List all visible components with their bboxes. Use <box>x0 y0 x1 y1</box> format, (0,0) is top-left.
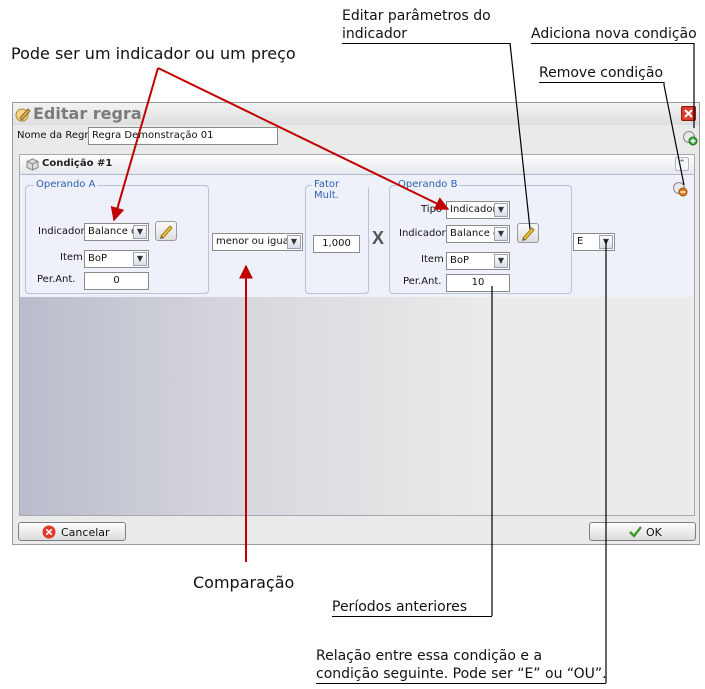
operand-b-type-label: Tipo <box>421 204 443 215</box>
collapse-chevron-icon: ⌃ <box>678 158 686 168</box>
operand-a-indicator-value: Balance of <box>88 226 141 237</box>
operand-a-edit-params-button[interactable] <box>155 221 177 241</box>
callout-indicator-or-price: Pode ser um indicador ou um preço <box>11 44 296 63</box>
title-bar: Editar regra <box>13 103 699 125</box>
line-to-edit-params <box>509 42 531 230</box>
arrow-to-operand-b-type <box>157 67 450 210</box>
operand-a-legend: Operando A <box>34 179 98 190</box>
operand-b-legend: Operando B <box>396 179 460 190</box>
callout-previous-periods: Períodos anteriores <box>332 598 492 617</box>
arrow-to-operand-a-indicator <box>110 67 159 222</box>
operand-b-type-select[interactable]: Indicador▼ <box>446 201 510 219</box>
operand-a-indicator-select[interactable]: Balance of▼ <box>84 223 149 241</box>
operand-b-item-label: Item <box>421 254 444 265</box>
operand-b-per-ant-input[interactable]: 10 <box>446 274 510 292</box>
operand-a-item-value: BoP <box>88 253 108 264</box>
add-condition-icon[interactable] <box>682 130 698 146</box>
operand-b-item-value: BoP <box>450 255 470 266</box>
chevron-down-icon[interactable]: ▼ <box>287 235 301 249</box>
operand-a-group: Operando A Indicador Balance of▼ Item Bo… <box>25 179 209 294</box>
operand-a-per-ant-label: Per.Ant. <box>37 274 76 285</box>
operand-a-item-label: Item <box>60 252 83 263</box>
callout-edit-params-line2: indicador <box>342 25 510 44</box>
cancel-label: Cancelar <box>61 526 110 539</box>
ok-label: OK <box>646 526 662 539</box>
operand-a-indicator-label: Indicador <box>38 226 85 237</box>
cancel-button[interactable]: Cancelar <box>18 522 126 541</box>
callout-edit-params-line1: Editar parâmetros do <box>342 8 491 24</box>
condition-title: Condição #1 <box>42 158 113 169</box>
rule-name-label: Nome da Regra <box>17 130 95 141</box>
factor-input[interactable]: 1,000 <box>313 235 360 253</box>
callout-comparison: Comparação <box>193 573 295 592</box>
factor-group: Fator Mult. 1,000 <box>305 179 369 294</box>
edit-rule-dialog: Editar regra Nome da Regra Regra Demonst… <box>12 102 700 545</box>
operand-b-group: Operando B Tipo Indicador▼ Indicador Bal… <box>389 179 572 294</box>
condition-cube-icon <box>26 158 39 171</box>
close-button[interactable] <box>681 106 696 121</box>
window-title: Editar regra <box>33 104 142 123</box>
multiply-symbol: X <box>372 228 385 248</box>
rule-name-input[interactable]: Regra Demonstração 01 <box>88 127 278 145</box>
chevron-down-icon[interactable]: ▼ <box>494 203 508 217</box>
operand-b-indicator-select[interactable]: Balance of▼ <box>446 225 510 243</box>
pencil-icon <box>160 225 173 239</box>
logic-value: E <box>577 236 584 247</box>
cancel-icon <box>42 525 56 539</box>
operand-b-type-value: Indicador <box>450 204 497 215</box>
chevron-down-icon[interactable]: ▼ <box>133 225 147 239</box>
chevron-down-icon[interactable]: ▼ <box>494 254 508 268</box>
pencil-icon <box>522 227 535 241</box>
factor-legend: Fator Mult. <box>312 179 368 201</box>
conditions-area: Condição #1 ⌃ Operando A Indicador Balan… <box>19 154 695 516</box>
chevron-down-icon[interactable]: ▼ <box>133 252 147 266</box>
ok-button[interactable]: OK <box>589 522 696 541</box>
callout-add-condition: Adiciona nova condição <box>531 26 697 44</box>
operand-b-edit-params-button[interactable] <box>517 223 539 243</box>
remove-condition-icon[interactable] <box>672 181 688 197</box>
operand-a-per-ant-input[interactable]: 0 <box>84 272 149 290</box>
comparison-select[interactable]: menor ou igual▼ <box>212 233 303 251</box>
operand-b-item-select[interactable]: BoP ▼ <box>446 252 510 270</box>
callout-relation-line1: Relação entre essa condição e a <box>316 648 543 664</box>
operand-b-per-ant-label: Per.Ant. <box>403 276 442 287</box>
chevron-down-icon[interactable]: ▼ <box>494 227 508 241</box>
checkmark-icon <box>629 526 642 538</box>
line-to-remove-condition <box>663 82 685 186</box>
edit-rule-icon <box>15 108 31 122</box>
operand-b-indicator-value: Balance of <box>450 228 503 239</box>
condition-body: Operando A Indicador Balance of▼ Item Bo… <box>20 175 694 297</box>
comparison-value: menor ou igual <box>216 236 292 247</box>
callout-remove-condition: Remove condição <box>539 65 664 83</box>
operand-b-indicator-label: Indicador <box>399 228 446 239</box>
operand-a-item-select[interactable]: BoP ▼ <box>84 250 149 268</box>
callout-relation-line2: condição seguinte. Pode ser “E” ou “OU”. <box>316 666 607 684</box>
close-icon <box>684 109 693 118</box>
